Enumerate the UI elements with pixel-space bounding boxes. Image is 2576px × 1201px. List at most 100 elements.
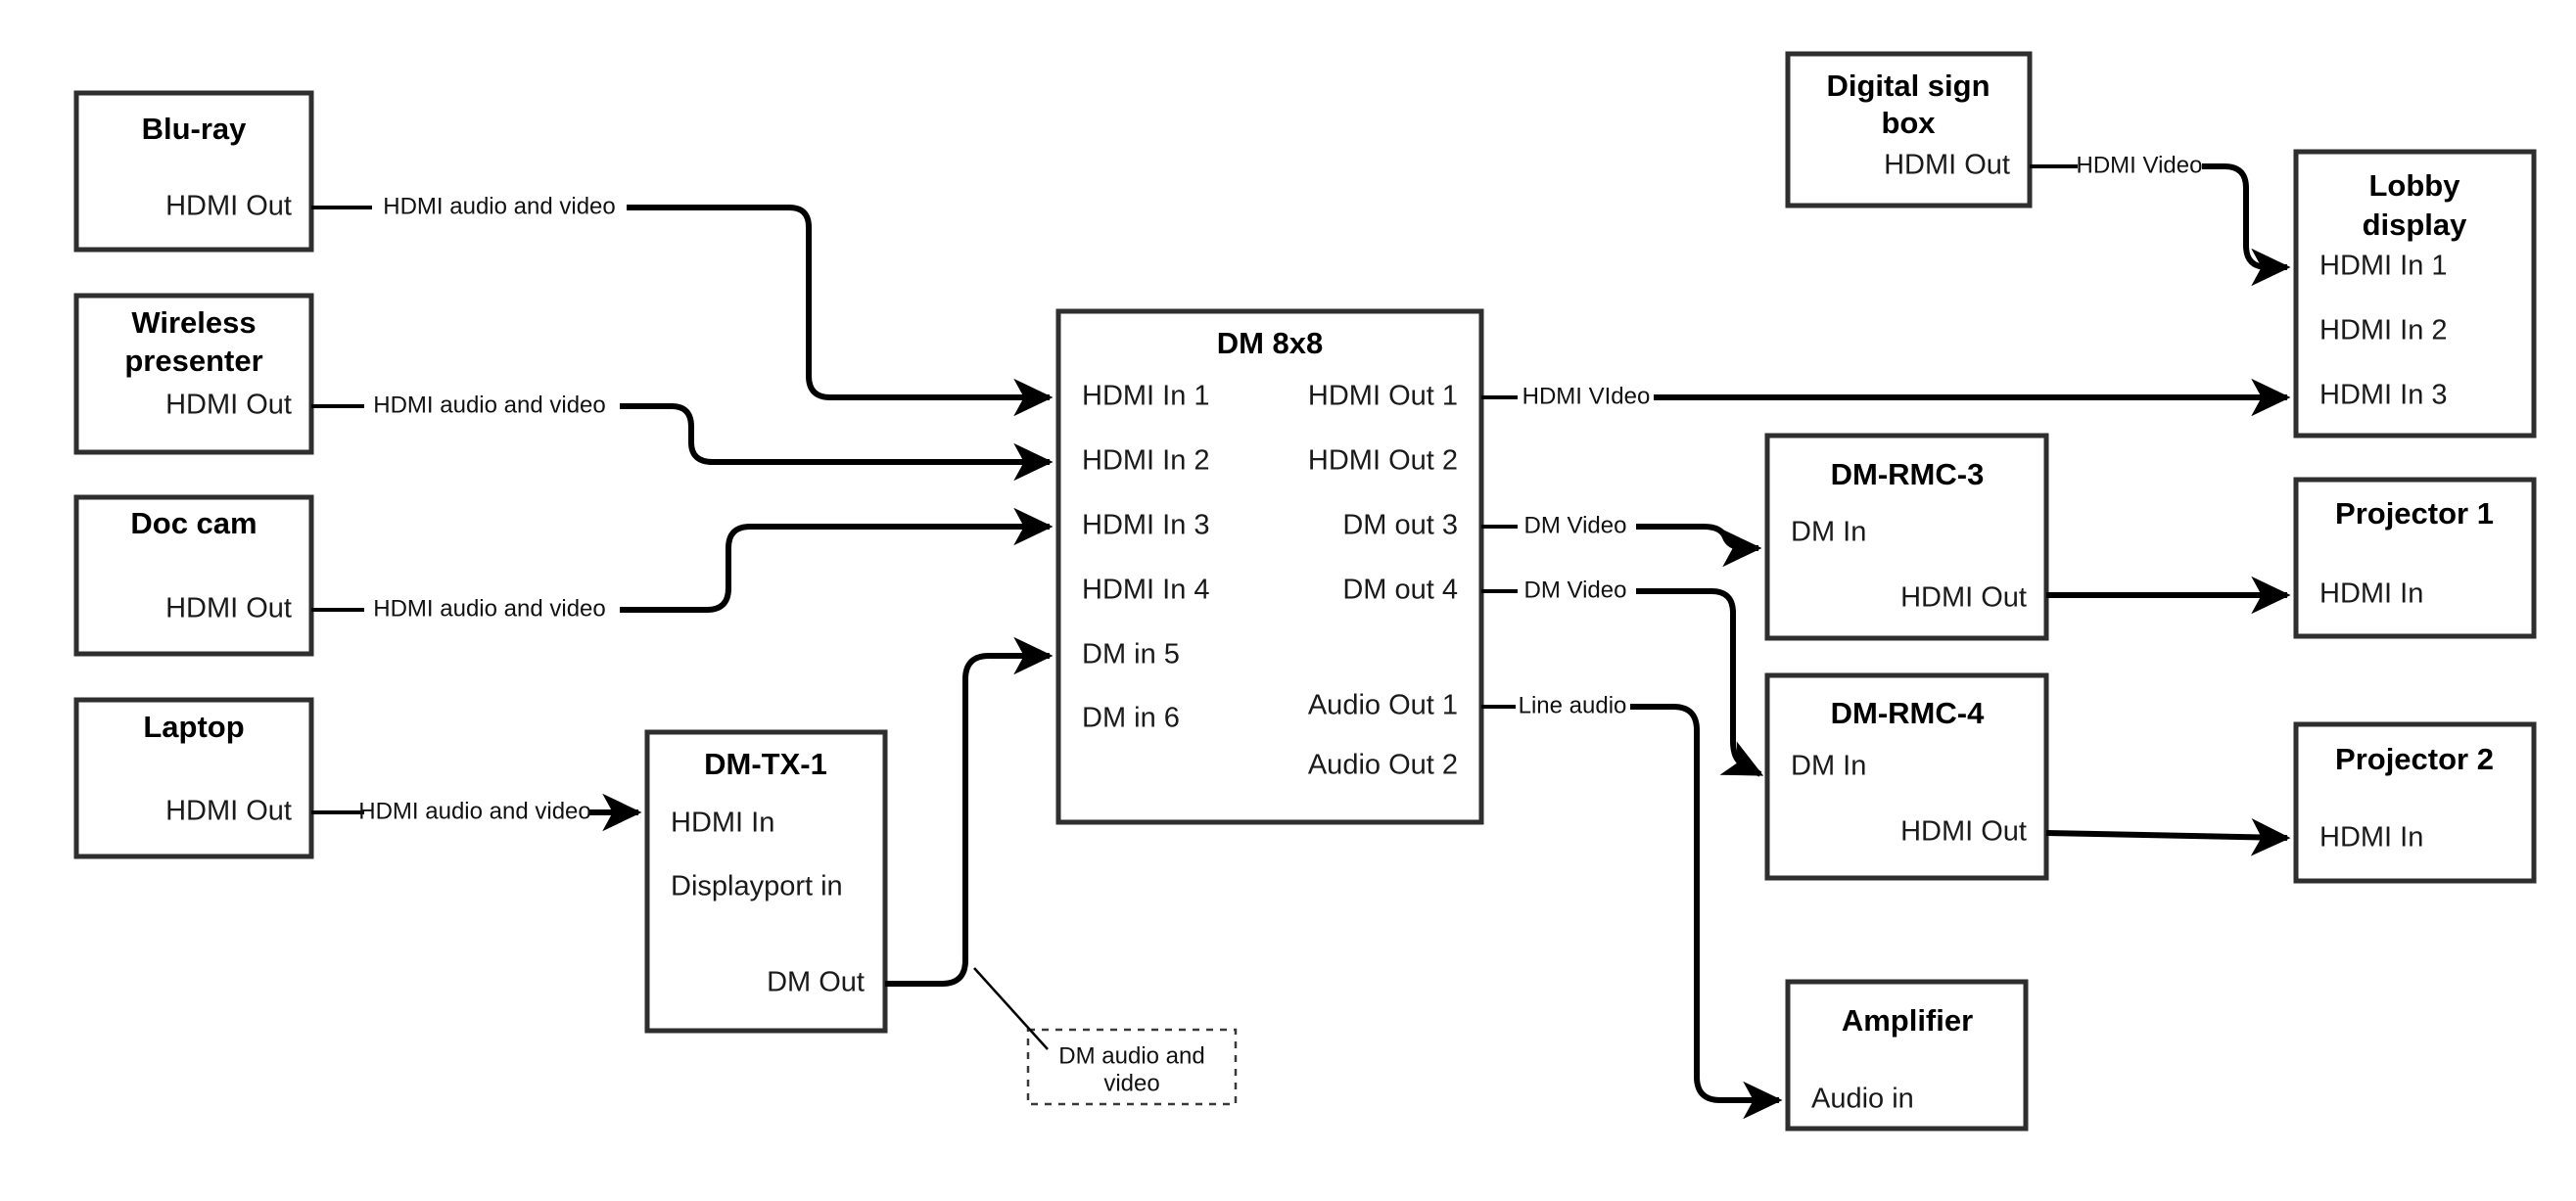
port-dm-8x8-hdmi-in-3: HDMI In 3 <box>1082 510 1210 541</box>
device-bluray[interactable]: Blu-ray HDMI Out <box>73 90 314 253</box>
device-bluray-title: Blu-ray <box>142 112 248 146</box>
device-projector-2-box[interactable] <box>2293 721 2537 884</box>
device-dm-rmc-4[interactable]: DM-RMC-4 DM In HDMI Out <box>1764 672 2049 881</box>
port-dm-rmc-3-hdmi-out: HDMI Out <box>1900 582 2027 614</box>
port-dm-tx-1-dm-out: DM Out <box>767 967 865 998</box>
device-dm-rmc-4-title: DM-RMC-4 <box>1831 696 1985 730</box>
port-dm-tx-1-hdmi-in: HDMI In <box>671 808 774 839</box>
device-dm-rmc-4-box[interactable] <box>1764 672 2049 881</box>
note-dm-audio-video: DM audio and video <box>973 967 1238 1106</box>
device-digital-sign-box-box[interactable] <box>1785 51 2033 208</box>
connection-dm8x8-out3-to-rmc3: DM Video <box>1481 512 1762 568</box>
device-lobby-display-box[interactable] <box>2293 149 2537 439</box>
port-dm-8x8-dm-in-5: DM in 5 <box>1082 639 1180 670</box>
device-amplifier-title: Amplifier <box>1842 1003 1973 1038</box>
port-dm-rmc-3-dm-in: DM In <box>1791 517 1866 548</box>
wire-wireless-to-dm8x8-in2 <box>620 403 1054 482</box>
label-dm8x8-audio1-to-amp: Line audio <box>1519 692 1627 718</box>
device-amplifier[interactable]: Amplifier Audio in <box>1785 979 2029 1132</box>
port-lobby-display-hdmi-in-1: HDMI In 1 <box>2319 251 2448 282</box>
wire-dm8x8-out3-to-rmc3-in <box>1636 524 1762 568</box>
device-projector-2-title: Projector 2 <box>2335 742 2494 776</box>
port-dm-8x8-dm-out-4: DM out 4 <box>1342 575 1458 606</box>
port-laptop-hdmi-out: HDMI Out <box>165 796 292 827</box>
device-dm-8x8-box[interactable] <box>1055 308 1484 825</box>
port-dm-8x8-hdmi-in-4: HDMI In 4 <box>1082 575 1210 606</box>
label-wireless-to-dm8x8: HDMI audio and video <box>373 392 605 418</box>
connection-rmc4-to-projector2 <box>2045 818 2291 856</box>
device-dm-rmc-3[interactable]: DM-RMC-3 DM In HDMI Out <box>1764 433 2049 641</box>
device-projector-1[interactable]: Projector 1 HDMI In <box>2293 477 2537 639</box>
port-dm-8x8-hdmi-out-2: HDMI Out 2 <box>1308 445 1458 477</box>
label-laptop-to-dmtx1: HDMI audio and video <box>358 798 590 824</box>
device-dm-tx-1-title: DM-TX-1 <box>704 747 827 781</box>
port-amplifier-audio-in: Audio in <box>1811 1084 1914 1115</box>
device-projector-1-title: Projector 1 <box>2335 496 2494 531</box>
label-bluray-to-dm8x8: HDMI audio and video <box>383 193 615 219</box>
device-wireless-presenter[interactable]: Wireless presenter HDMI Out <box>73 293 314 455</box>
port-wireless-presenter-hdmi-out: HDMI Out <box>165 390 292 421</box>
device-dm-tx-1[interactable]: DM-TX-1 HDMI In Displayport in DM Out <box>644 729 888 1034</box>
connection-bluray-to-dm8x8: HDMI audio and video <box>311 193 1054 417</box>
connection-dmtx1-to-dm8x8 <box>885 636 1054 987</box>
port-dm-8x8-hdmi-in-1: HDMI In 1 <box>1082 381 1210 412</box>
connection-wireless-to-dm8x8: HDMI audio and video <box>311 392 1054 482</box>
connection-laptop-to-dmtx1: HDMI audio and video <box>311 793 642 832</box>
label-dm8x8-out4-to-rmc4: DM Video <box>1524 577 1627 603</box>
connection-doccam-to-dm8x8: HDMI audio and video <box>311 507 1054 622</box>
port-lobby-display-hdmi-in-3: HDMI In 3 <box>2319 380 2448 411</box>
port-dm-tx-1-displayport-in: Displayport in <box>671 871 843 902</box>
port-dm-8x8-dm-in-6: DM in 6 <box>1082 703 1180 734</box>
wire-signbox-to-lobby-in1 <box>2202 163 2291 287</box>
note-leader-line <box>973 967 1049 1050</box>
port-projector-1-hdmi-in: HDMI In <box>2319 578 2423 610</box>
device-laptop-title: Laptop <box>143 710 244 744</box>
connection-dm8x8-out4-to-rmc4: DM Video <box>1481 577 1764 777</box>
wire-doccam-to-dm8x8-in3 <box>620 507 1054 613</box>
device-lobby-display[interactable]: Lobby display HDMI In 1 HDMI In 2 HDMI I… <box>2293 149 2537 439</box>
wire-dm8x8-audio1-to-amp-in <box>1630 704 1783 1120</box>
device-projector-1-box[interactable] <box>2293 477 2537 639</box>
label-dm8x8-out3-to-rmc3: DM Video <box>1524 512 1627 538</box>
port-dm-8x8-hdmi-out-1: HDMI Out 1 <box>1308 381 1458 412</box>
device-digital-sign-box[interactable]: Digital sign box HDMI Out <box>1785 51 2033 208</box>
device-projector-2[interactable]: Projector 2 HDMI In <box>2293 721 2537 884</box>
port-dm-8x8-dm-out-3: DM out 3 <box>1342 510 1458 541</box>
connection-signbox-to-lobby: HDMI Video <box>2030 152 2291 287</box>
device-amplifier-box[interactable] <box>1785 979 2029 1132</box>
device-digital-sign-box-title-line1: Digital sign <box>1826 69 1990 103</box>
device-dm-rmc-3-box[interactable] <box>1764 433 2049 641</box>
device-doc-cam-box[interactable] <box>73 494 314 657</box>
device-lobby-display-title-line2: display <box>2363 208 2468 242</box>
device-wireless-presenter-title-line1: Wireless <box>131 305 256 340</box>
device-laptop[interactable]: Laptop HDMI Out <box>73 697 314 859</box>
port-dm-8x8-audio-out-1: Audio Out 1 <box>1308 690 1458 721</box>
note-dm-audio-video-line1: DM audio and <box>1058 1042 1204 1069</box>
device-dm-rmc-3-title: DM-RMC-3 <box>1831 457 1985 491</box>
device-doc-cam[interactable]: Doc cam HDMI Out <box>73 494 314 657</box>
device-dm-8x8[interactable]: DM 8x8 HDMI In 1 HDMI In 2 HDMI In 3 HDM… <box>1055 308 1484 825</box>
device-laptop-box[interactable] <box>73 697 314 859</box>
device-wireless-presenter-box[interactable] <box>73 293 314 455</box>
wire-dm8x8-out4-to-rmc4-in <box>1636 588 1764 777</box>
port-dm-rmc-4-hdmi-out: HDMI Out <box>1900 816 2027 848</box>
wire-rmc4-to-projector2-in <box>2045 818 2291 856</box>
port-lobby-display-hdmi-in-2: HDMI In 2 <box>2319 315 2448 346</box>
port-digital-sign-box-hdmi-out: HDMI Out <box>1884 150 2010 181</box>
device-dm-tx-1-box[interactable] <box>644 729 888 1034</box>
connection-dm8x8-hdmiout1-to-lobby: HDMI VIdeo <box>1481 378 2291 417</box>
device-digital-sign-box-title-line2: box <box>1881 106 1936 140</box>
device-bluray-box[interactable] <box>73 90 314 253</box>
note-dm-audio-video-box <box>1026 1028 1238 1106</box>
label-doccam-to-dm8x8: HDMI audio and video <box>373 595 605 622</box>
port-doc-cam-hdmi-out: HDMI Out <box>165 593 292 624</box>
note-dm-audio-video-line2: video <box>1103 1070 1159 1096</box>
device-wireless-presenter-title-line2: presenter <box>124 344 262 378</box>
port-bluray-hdmi-out: HDMI Out <box>165 191 292 222</box>
port-dm-rmc-4-dm-in: DM In <box>1791 751 1866 782</box>
port-projector-2-hdmi-in: HDMI In <box>2319 822 2423 854</box>
device-dm-8x8-title: DM 8x8 <box>1217 326 1324 360</box>
device-lobby-display-title-line1: Lobby <box>2369 168 2461 203</box>
device-doc-cam-title: Doc cam <box>130 506 257 540</box>
